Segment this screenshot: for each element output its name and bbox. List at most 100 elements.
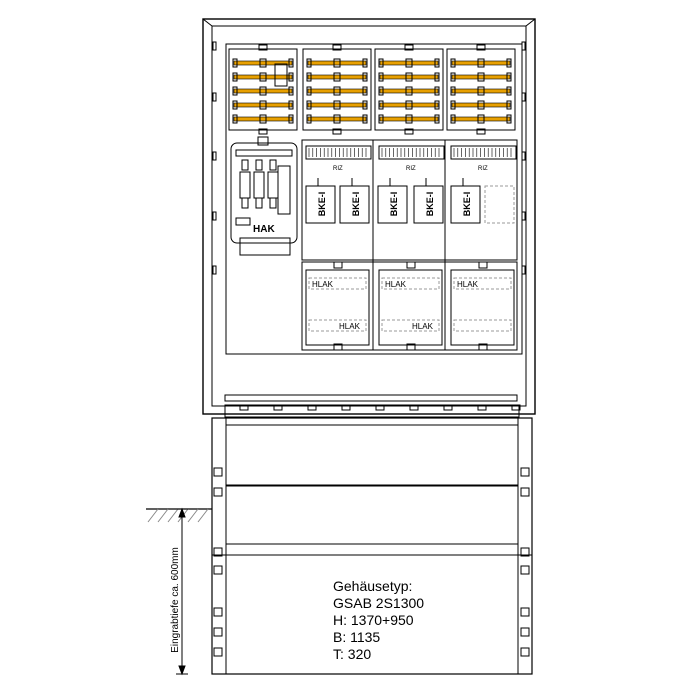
base-bar-hole (239, 404, 249, 411)
base-bar-hole (273, 404, 283, 411)
spec-height: H: 1370+950 (333, 612, 414, 628)
ground-hatch (197, 508, 209, 523)
riz-label: RIZ (478, 166, 488, 172)
foundation-tab-left (213, 607, 223, 617)
spec-width: B: 1135 (333, 629, 381, 645)
hlak-mount-top (406, 261, 416, 269)
housing-spec-block: Gehäusetyp: GSAB 2S1300 H: 1370+950 B: 1… (333, 578, 424, 663)
side-hinge-right (521, 92, 526, 102)
side-hinge-right (521, 265, 526, 275)
busbar-copper (307, 116, 367, 122)
side-hinge-left (212, 151, 217, 161)
busbar-copper (451, 88, 511, 94)
hak-top-cover (235, 149, 293, 157)
busbar-copper (307, 102, 367, 108)
busbar-clip-left (378, 58, 384, 68)
hak-fuse (267, 171, 279, 199)
ground-hatch (147, 508, 159, 523)
side-hinge-right (521, 41, 526, 51)
busbar-panel (228, 48, 298, 131)
busbar-clip-left (450, 58, 456, 68)
busbar-copper (379, 116, 439, 122)
busbar-panel-mount-top (404, 44, 414, 51)
busbar-clip-left (378, 114, 384, 124)
busbar-copper (451, 60, 511, 66)
foundation-outline (211, 417, 533, 675)
busbar-clip-left (378, 100, 384, 110)
busbar-clip-mid (405, 58, 413, 68)
busbar-clip-right (434, 86, 440, 96)
spec-title: Gehäusetyp: (333, 578, 413, 594)
busbar-copper (233, 88, 293, 94)
busbar-copper (379, 102, 439, 108)
hak-housing (230, 142, 298, 244)
side-hinge-left (212, 211, 217, 221)
hlak-slot-top (381, 277, 440, 290)
busbar-clip-left (232, 86, 238, 96)
side-hinge-left (212, 41, 217, 51)
busbar-panel (374, 48, 444, 131)
bke-i-module (339, 185, 370, 224)
hlak-label-top: HLAK (312, 280, 334, 289)
busbar-clip-mid (259, 72, 267, 82)
busbar-clip-mid (477, 58, 485, 68)
foundation-lower-window (225, 485, 519, 545)
busbar-panel-mount-bottom (332, 128, 342, 135)
hak-fuse-base-bottom (241, 197, 249, 209)
hak-fuse-base-bottom (269, 197, 277, 209)
bke-i-module (450, 185, 481, 224)
foundation-tab-right (520, 547, 530, 557)
bke-i-label: BKE-I (462, 192, 472, 217)
ground-hatch (167, 508, 179, 523)
side-hinge-left (212, 92, 217, 102)
hlak-mount-bottom (406, 343, 416, 351)
busbar-clip-left (306, 114, 312, 124)
hlak-slot-bottom (308, 319, 367, 332)
hlak-slot-top (308, 277, 367, 290)
busbar-panel (446, 48, 516, 131)
cabinet-bottom-rail (224, 394, 518, 402)
foundation-tab-right (520, 487, 530, 497)
busbar-copper (233, 116, 293, 122)
cabinet-inner-frame (211, 25, 527, 407)
depth-dimension-label: Eingrabtiefe ca. 600mm (170, 547, 181, 653)
hak-fuse-base-top (255, 159, 263, 171)
spec-model: GSAB 2S1300 (333, 595, 425, 611)
spec-depth: T: 320 (333, 646, 372, 662)
cabinet-corner-tr (525, 18, 536, 27)
hlak-label-top: HLAK (457, 280, 479, 289)
busbar-clip-right (434, 114, 440, 124)
busbar-clip-left (378, 86, 384, 96)
base-bar-hole (511, 404, 521, 411)
hak-fuse-base-bottom (255, 197, 263, 209)
bke-i-label: BKE-I (425, 192, 435, 217)
busbar-clip-mid (333, 86, 341, 96)
busbar-clip-right (288, 72, 294, 82)
busbar-clip-mid (259, 114, 267, 124)
busbar-panel-mount-top (476, 44, 486, 51)
meter-field-upper-frame (301, 139, 518, 261)
busbar-copper (233, 74, 293, 80)
busbar-clip-right (506, 114, 512, 124)
busbar-clip-mid (333, 72, 341, 82)
foundation-tab-left (213, 547, 223, 557)
busbar-panel-mount-top (258, 44, 268, 51)
riz-label: RIZ (406, 166, 416, 172)
busbar-copper (379, 60, 439, 66)
bke-i-module (413, 185, 444, 224)
bke-i-label: BKE-I (317, 192, 327, 217)
hlak-mount-bottom (333, 343, 343, 351)
mounting-plate (225, 43, 523, 355)
busbar-clip-mid (259, 100, 267, 110)
ground-hatch (187, 508, 199, 523)
foundation-tab-left (213, 647, 223, 657)
hak-label-plate (235, 217, 251, 226)
busbar-copper (451, 74, 511, 80)
hlak-slot-top (453, 277, 512, 290)
busbar-clip-right (362, 100, 368, 110)
hak-fuse-base-top (269, 159, 277, 171)
busbar-clip-mid (477, 100, 485, 110)
foundation-tab-left (213, 565, 223, 575)
busbar-copper (307, 60, 367, 66)
